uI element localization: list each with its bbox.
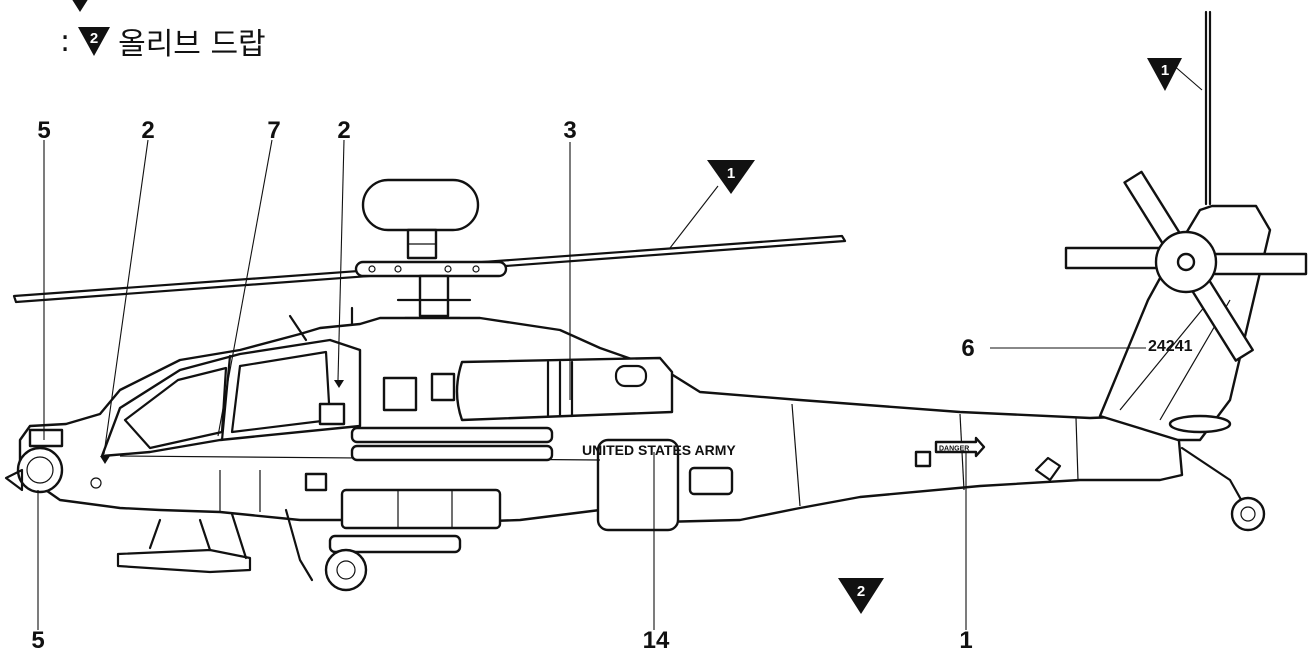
main-rotor-blade	[12, 234, 847, 304]
drop-marker-icon: 2	[78, 27, 111, 56]
mast-mounted-radar	[354, 178, 508, 320]
small-drop-mark-icon	[334, 380, 344, 388]
part-label: 14	[643, 627, 670, 654]
legend-separator: :	[60, 23, 71, 59]
tail-rotor	[1064, 170, 1308, 362]
danger-stencil: DANGER	[939, 446, 969, 453]
part-label: 5	[31, 627, 44, 654]
danger-arrow-decal: DANGER	[934, 436, 986, 458]
color-legend: : 2 올리브 드랍	[60, 20, 266, 63]
serial-number-stencil: 24241	[1148, 338, 1193, 355]
tail-section	[1064, 10, 1308, 532]
cropped-legend-line	[60, 0, 100, 20]
drop-marker-cropped-icon	[72, 0, 88, 12]
fuselage	[4, 306, 1184, 592]
drop-marker-body-number: 2	[857, 583, 865, 600]
drop-marker-antenna-number: 1	[1161, 62, 1169, 79]
small-drop-mark-icon	[100, 456, 110, 464]
part-label: 2	[141, 117, 154, 144]
part-label: 6	[961, 335, 974, 362]
drop-marker-body: 2	[838, 578, 884, 614]
part-label: 7	[267, 117, 280, 144]
drop-marker-antenna: 1	[1147, 58, 1203, 91]
legend-marker-number: 2	[90, 30, 98, 47]
part-label: 3	[563, 117, 576, 144]
drop-marker-rotor-number: 1	[727, 165, 735, 182]
legend-color-name: 올리브 드랍	[118, 27, 266, 62]
part-label: 2	[337, 117, 350, 144]
part-label-group: 5 2 7 2 3 6 5 14 1	[31, 117, 1146, 654]
part-label: 5	[37, 117, 50, 144]
fuselage-stencil: UNITED STATES ARMY	[582, 442, 736, 458]
part-label: 1	[959, 627, 972, 654]
drop-marker-rotor: 1	[669, 160, 755, 249]
